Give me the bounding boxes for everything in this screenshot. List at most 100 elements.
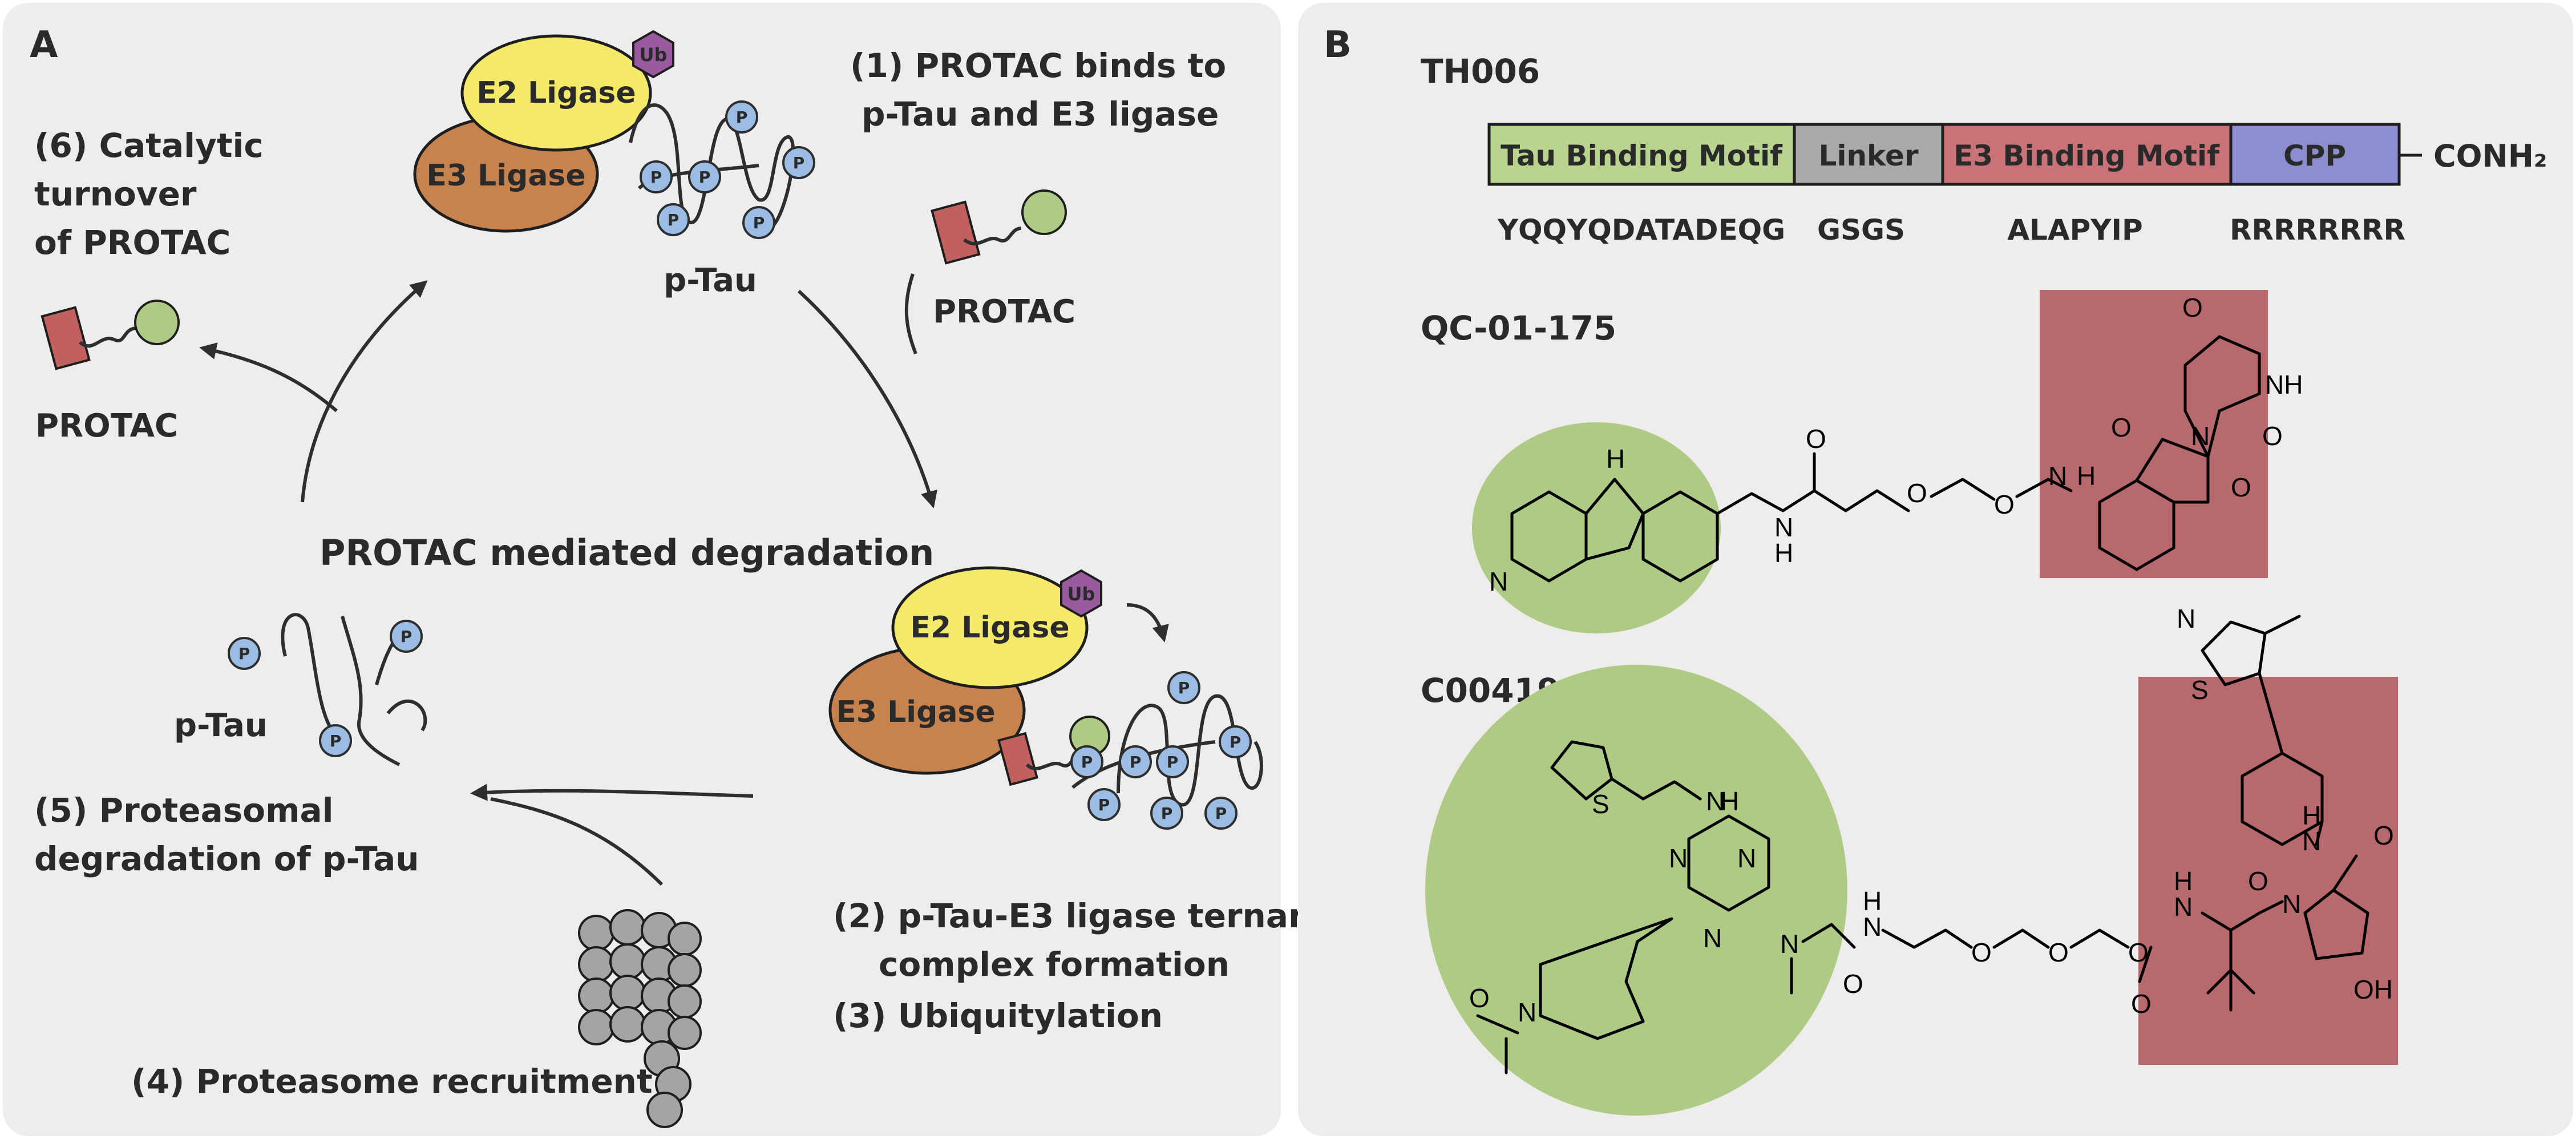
e2-ligase-right-label: E2 Ligase [910, 611, 1069, 645]
panel-a-letter: A [30, 24, 58, 66]
svg-text:P: P [1167, 753, 1179, 772]
svg-text:O: O [1994, 490, 2015, 519]
top-ligase-complex: E3 Ligase E2 Ligase Ub P P P P P P p-Tau [413, 30, 815, 299]
svg-text:P: P [736, 108, 748, 127]
linker-seq: GSGS [1817, 213, 1905, 247]
svg-text:O: O [2182, 293, 2203, 322]
qc-structure: H N O N H O O N H O O N NH O O [1472, 290, 2303, 633]
e3-binding-motif-segment [1941, 123, 2233, 186]
cycle-arrow-5 [199, 342, 338, 413]
svg-text:N: N [1706, 786, 1725, 816]
svg-text:O: O [2111, 413, 2132, 442]
svg-text:N: N [1703, 923, 1722, 953]
step-5-line-2: degradation of p-Tau [34, 839, 419, 878]
qc-e3-binder-highlight [2040, 290, 2268, 578]
step-4-text: (4) Proteasome recruitment [131, 1062, 653, 1101]
svg-text:P: P [401, 627, 413, 646]
svg-text:OH: OH [2353, 975, 2393, 1004]
e3-ligase-right-label: E3 Ligase [836, 695, 995, 729]
c00419-structure: S N H N N N N O N O N H O O [1425, 604, 2398, 1116]
e3-binding-motif-label: E3 Binding Motif [1954, 139, 2220, 172]
step-2-line-1: (2) p-Tau-E3 ligase ternary [833, 896, 1326, 935]
svg-text:P: P [1081, 753, 1093, 772]
protac-molecule-right [931, 189, 1067, 265]
svg-text:NH: NH [2265, 370, 2303, 399]
svg-text:O: O [2248, 866, 2268, 896]
svg-text:N: N [1774, 512, 1793, 542]
svg-text:O: O [2373, 821, 2394, 850]
phospho-group-top: P P P P P P [640, 100, 815, 239]
svg-text:H: H [1720, 786, 1739, 816]
svg-text:N: N [2048, 461, 2067, 491]
ternary-complex: E3 Ligase E2 Ligase Ub P P P P P P P P [828, 566, 1263, 830]
step-6-line-3: of PROTAC [34, 223, 230, 262]
cpp-label: CPP [2283, 139, 2346, 172]
svg-text:N: N [2177, 604, 2195, 633]
svg-text:O: O [1971, 938, 1992, 967]
svg-text:P: P [1178, 678, 1190, 697]
svg-text:O: O [2048, 938, 2069, 967]
svg-text:P: P [753, 213, 765, 232]
svg-text:P: P [699, 168, 711, 187]
ub-hexagon-top [632, 30, 674, 79]
e2-ligase-right [891, 566, 1089, 689]
svg-text:P: P [330, 732, 342, 750]
svg-text:H: H [1774, 538, 1793, 568]
th006-bar: Tau Binding Motif Linker E3 Binding Moti… [1487, 123, 2547, 247]
svg-text:H: H [1863, 886, 1882, 916]
tau-binding-motif-seq: YQQYQDATADEQG [1497, 213, 1785, 247]
e2-ligase-top-label: E2 Ligase [476, 76, 636, 110]
c00419-e3-binder-highlight [2138, 677, 2398, 1065]
tau-binding-motif-segment [1487, 123, 1796, 186]
conh2-terminus: CONH₂ [2433, 138, 2547, 174]
svg-text:O: O [1843, 969, 1863, 999]
protac-right-label: PROTAC [933, 293, 1075, 330]
svg-text:P: P [1161, 804, 1173, 823]
svg-text:N: N [1669, 843, 1688, 873]
svg-text:O: O [1806, 424, 1826, 454]
ub-label-top: Ub [640, 44, 668, 66]
svg-text:P: P [1215, 804, 1227, 823]
center-title: PROTAC mediated degradation [320, 532, 934, 573]
svg-text:N: N [1737, 843, 1756, 873]
svg-text:N: N [1863, 912, 1882, 942]
cycle-arrow-3 [301, 280, 428, 503]
step-6-line-2: turnover [34, 175, 197, 213]
e3-ligase-top-label: E3 Ligase [426, 159, 585, 193]
svg-text:N: N [1489, 567, 1508, 596]
svg-text:N: N [2191, 421, 2210, 451]
qc-tau-binder-highlight [1472, 422, 1721, 633]
step-6-line-1: (6) Catalytic [34, 126, 264, 165]
svg-text:H: H [2174, 866, 2193, 896]
panel-b: B TH006 Tau Binding Motif Linker E3 Bind… [1298, 3, 2573, 1136]
protac-left-label: PROTAC [35, 407, 178, 445]
svg-text:O: O [1907, 478, 1927, 508]
phospho-group-right: P P P P P P P P [1070, 671, 1252, 830]
cycle-arrow-4 [490, 797, 664, 886]
svg-text:P: P [668, 211, 680, 229]
e3-binding-motif-seq: ALAPYIP [2007, 213, 2142, 247]
svg-text:O: O [2262, 421, 2283, 451]
svg-text:P: P [650, 168, 662, 187]
svg-text:H: H [2077, 461, 2096, 491]
proteasome-icon [578, 909, 702, 1128]
svg-text:N: N [2174, 892, 2193, 922]
ptau-degraded: P P P [228, 613, 427, 766]
svg-text:N: N [1780, 929, 1799, 959]
svg-text:S: S [1592, 789, 1610, 819]
step-2-line-2: complex formation [879, 945, 1230, 984]
ptau-left-label: p-Tau [174, 707, 268, 744]
svg-text:H: H [1606, 444, 1625, 474]
svg-text:P: P [793, 154, 805, 172]
ub-transfer-arrow [1126, 603, 1169, 643]
ub-label-right: Ub [1067, 583, 1095, 605]
cpp-seq: RRRRRRRR [2230, 213, 2405, 247]
protac-molecule-left [41, 300, 180, 370]
step-5-line-1: (5) Proteasomal [34, 791, 334, 830]
step-1-line-2: p-Tau and E3 ligase [862, 95, 1219, 134]
svg-text:O: O [2231, 472, 2251, 502]
linker-label: Linker [1818, 139, 1918, 172]
svg-text:S: S [2191, 675, 2209, 705]
tau-binding-motif-label: Tau Binding Motif [1501, 139, 1783, 172]
